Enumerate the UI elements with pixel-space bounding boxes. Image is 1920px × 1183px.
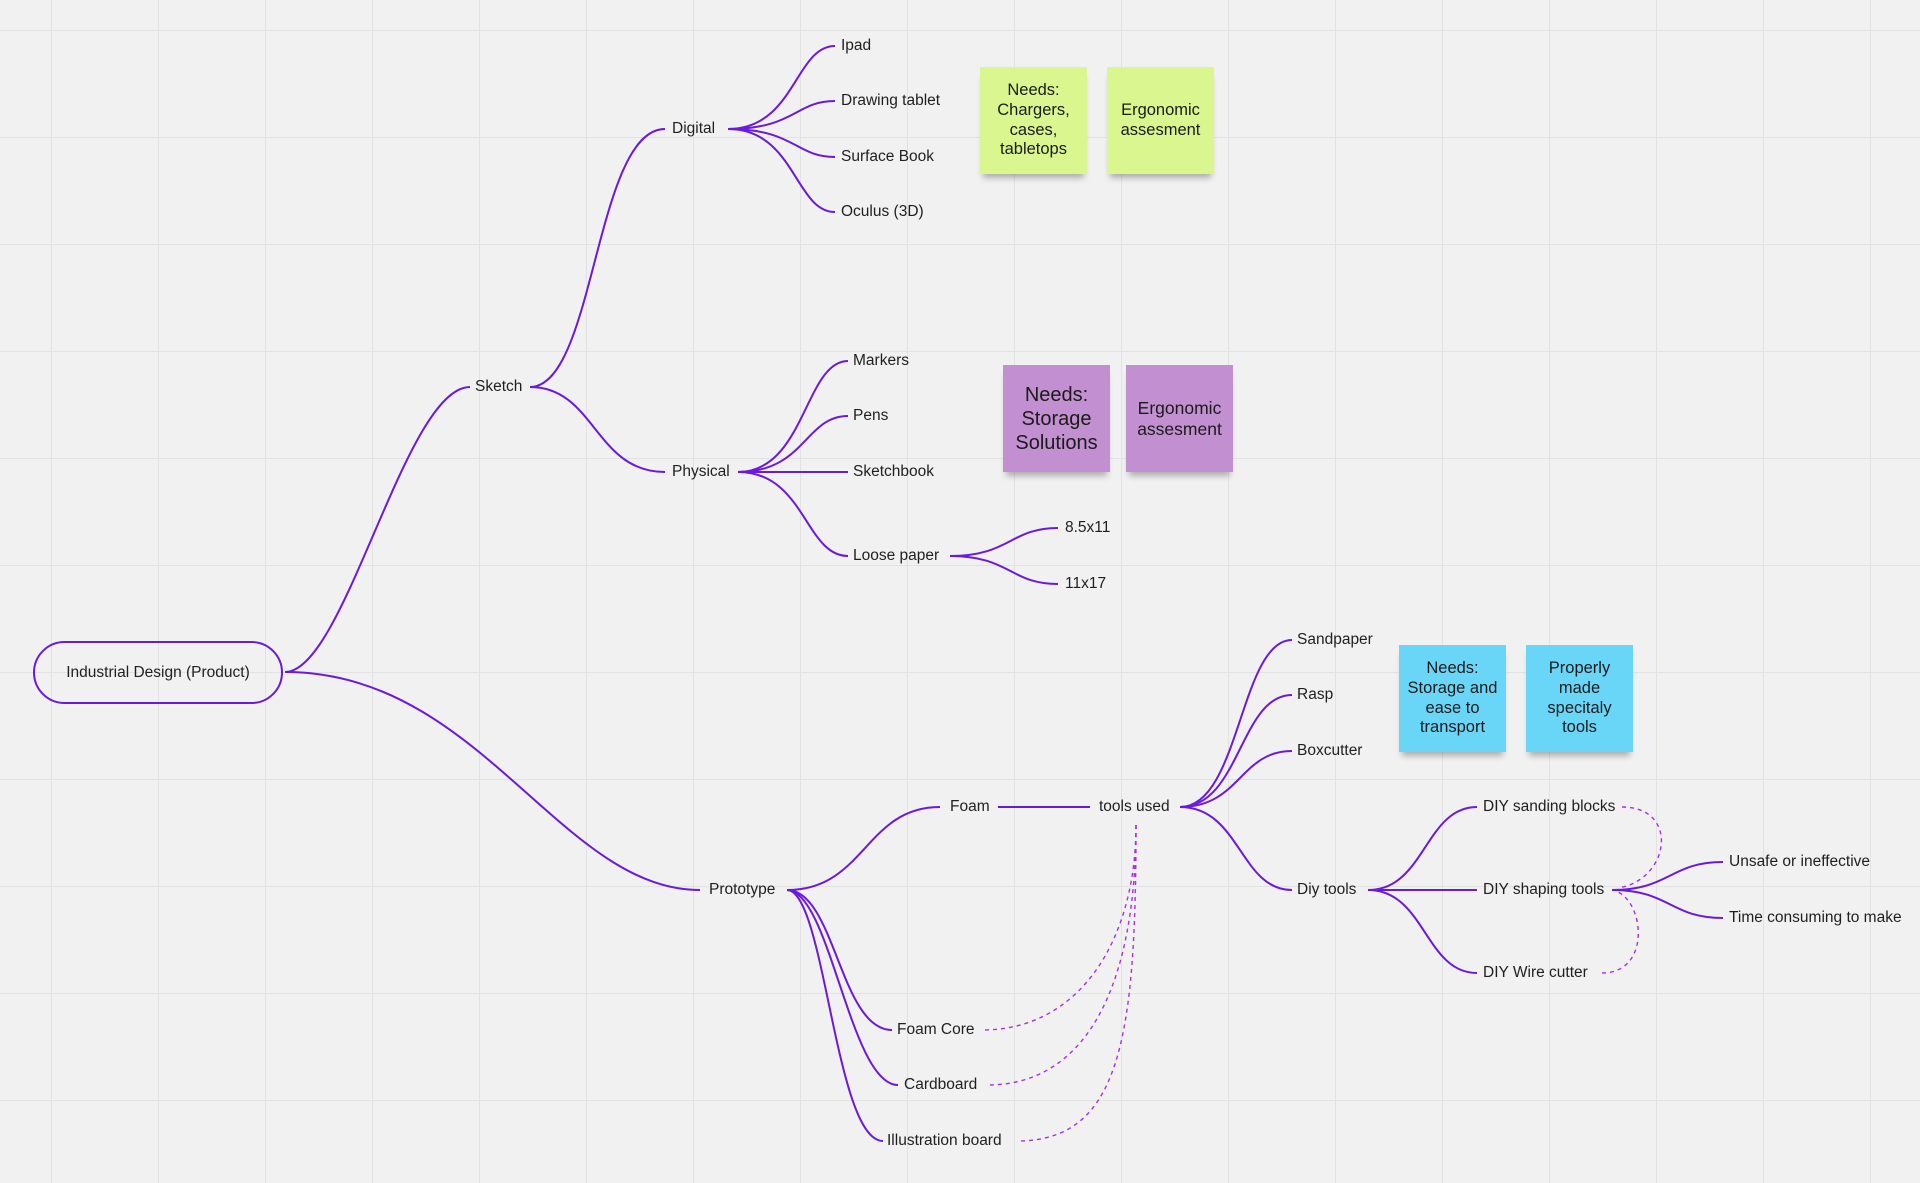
dashed-link-wire-shaping xyxy=(1601,891,1639,974)
node-pens[interactable]: Pens xyxy=(853,407,889,424)
node-ipad[interactable]: Ipad xyxy=(841,37,872,54)
dashed-link-tools-illustration-board xyxy=(1016,824,1137,1142)
node-diy-shaping-tools[interactable]: DIY shaping tools xyxy=(1483,881,1605,898)
link-loose-paper-11x17 xyxy=(949,555,1059,585)
link-digital-drawing-tablet xyxy=(727,100,836,130)
node-drawing-tablet[interactable]: Drawing tablet xyxy=(841,92,941,109)
link-sketch-physical xyxy=(529,386,666,473)
link-root-prototype xyxy=(284,671,701,891)
node-sketch[interactable]: Sketch xyxy=(475,378,523,395)
sticky-note-needs-chargers[interactable]: Needs: Chargers, cases, tabletops xyxy=(980,67,1087,174)
sticky-note-text: Ergonomic assesment xyxy=(1137,397,1222,439)
link-digital-surface-book xyxy=(727,128,836,158)
link-prototype-foam-core xyxy=(786,889,893,1031)
sticky-note-text: Needs: Chargers, cases, tabletops xyxy=(997,80,1070,159)
node-oculus[interactable]: Oculus (3D) xyxy=(841,203,924,220)
node-physical[interactable]: Physical xyxy=(672,463,730,480)
node-boxcutter[interactable]: Boxcutter xyxy=(1297,742,1363,759)
node-sandpaper[interactable]: Sandpaper xyxy=(1297,631,1373,648)
node-time-consuming[interactable]: Time consuming to make xyxy=(1729,909,1902,926)
dashed-link-tools-foam-core xyxy=(981,824,1137,1031)
link-tools-boxcutter xyxy=(1179,750,1293,808)
node-loose-paper[interactable]: Loose paper xyxy=(853,547,940,564)
node-prototype[interactable]: Prototype xyxy=(709,881,776,898)
link-digital-oculus xyxy=(727,128,836,213)
node-foam[interactable]: Foam xyxy=(950,798,990,815)
link-digital-ipad xyxy=(727,45,836,130)
node-cardboard[interactable]: Cardboard xyxy=(904,1076,978,1093)
node-rasp[interactable]: Rasp xyxy=(1297,686,1334,703)
link-prototype-cardboard xyxy=(786,889,899,1086)
dashed-link-sanding-shaping xyxy=(1617,806,1662,889)
link-sketch-digital xyxy=(529,128,666,388)
sticky-note-needs-storage[interactable]: Needs: Storage Solutions xyxy=(1003,365,1110,472)
node-surface-book[interactable]: Surface Book xyxy=(841,148,935,165)
link-tools-diy-tools xyxy=(1179,806,1293,891)
link-physical-markers xyxy=(737,360,849,473)
link-physical-loose-paper xyxy=(737,471,849,557)
node-markers[interactable]: Markers xyxy=(853,352,909,369)
link-root-sketch xyxy=(284,386,471,673)
sticky-note-needs-transport[interactable]: Needs: Storage and ease to transport xyxy=(1399,645,1506,752)
link-diy-sanding-blocks xyxy=(1367,806,1478,891)
node-diy-wire-cutter[interactable]: DIY Wire cutter xyxy=(1483,964,1588,981)
root-node[interactable]: Industrial Design (Product) xyxy=(33,641,283,704)
link-prototype-foam xyxy=(786,806,941,891)
sticky-note-ergonomic-physical[interactable]: Ergonomic assesment xyxy=(1126,365,1233,472)
sticky-note-ergonomic-digital[interactable]: Ergonomic assesment xyxy=(1107,67,1214,174)
node-11x17[interactable]: 11x17 xyxy=(1065,575,1107,592)
node-sketchbook[interactable]: Sketchbook xyxy=(853,463,934,480)
node-diy-tools[interactable]: Diy tools xyxy=(1297,881,1357,898)
link-tools-rasp xyxy=(1179,694,1293,808)
node-unsafe-or-ineffective[interactable]: Unsafe or ineffective xyxy=(1729,853,1871,870)
link-diy-wire-cutter xyxy=(1367,889,1478,974)
link-shaping-time xyxy=(1611,889,1724,919)
link-shaping-unsafe xyxy=(1611,861,1724,891)
link-loose-paper-85x11 xyxy=(949,527,1059,557)
link-prototype-illustration-board xyxy=(786,889,884,1142)
node-illustration-board[interactable]: Illustration board xyxy=(887,1132,1002,1149)
sticky-note-specialty-tools[interactable]: Properly made specitaly tools xyxy=(1526,645,1633,752)
sticky-note-text: Properly made specitaly tools xyxy=(1547,658,1612,737)
link-tools-sandpaper xyxy=(1179,639,1293,808)
node-digital[interactable]: Digital xyxy=(672,120,716,137)
sticky-note-text: Needs: Storage and ease to transport xyxy=(1407,658,1498,737)
dashed-link-tools-cardboard xyxy=(986,824,1137,1086)
sticky-note-text: Needs: Storage Solutions xyxy=(1015,383,1098,454)
node-foam-core[interactable]: Foam Core xyxy=(897,1021,975,1038)
node-8-5x11[interactable]: 8.5x11 xyxy=(1065,519,1111,536)
node-tools-used[interactable]: tools used xyxy=(1099,798,1170,815)
link-physical-pens xyxy=(737,415,849,473)
sticky-note-text: Ergonomic assesment xyxy=(1120,100,1201,139)
node-diy-sanding-blocks[interactable]: DIY sanding blocks xyxy=(1483,798,1616,815)
root-node-label: Industrial Design (Product) xyxy=(66,663,250,681)
